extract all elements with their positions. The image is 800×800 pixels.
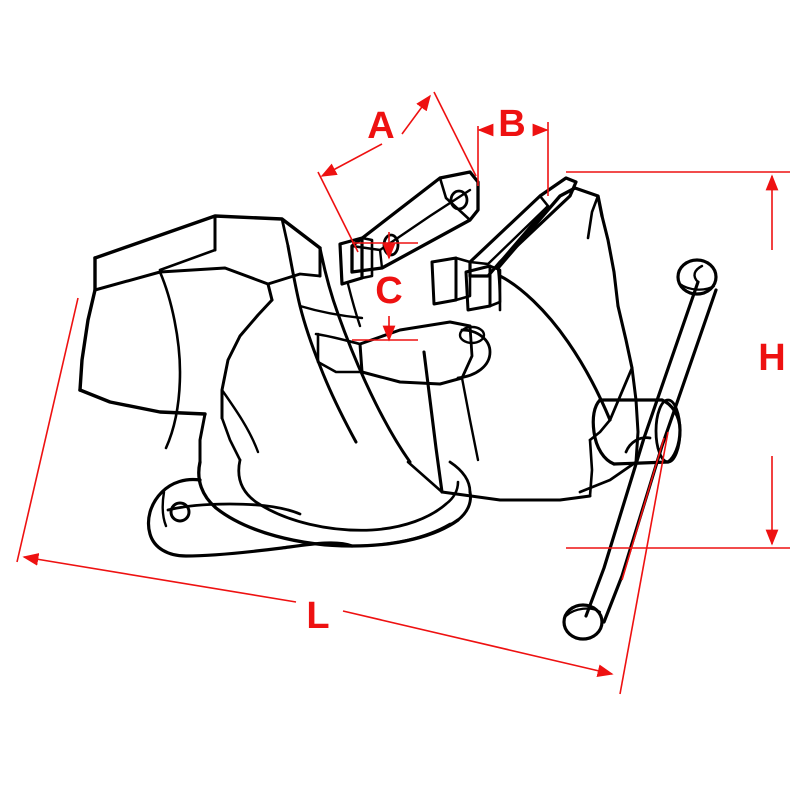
jaw-plate-rear xyxy=(338,236,374,286)
vise-line-art xyxy=(78,170,718,641)
dimension-label-L: L xyxy=(306,595,329,637)
dimension-L-line-right xyxy=(342,610,614,677)
dimension-A-ext-right xyxy=(433,91,477,177)
anvil-surface xyxy=(314,320,492,386)
screw-hub xyxy=(591,398,682,466)
dimension-A-line-left xyxy=(320,143,383,177)
vise-column xyxy=(286,244,412,464)
dimension-labels: A B C H L xyxy=(306,103,785,637)
dimension-A xyxy=(317,91,477,253)
dimension-H-leader xyxy=(621,437,665,581)
dimension-A-line-right xyxy=(401,94,431,135)
dimension-label-A: A xyxy=(367,105,394,147)
handle-bar xyxy=(584,264,718,624)
dimension-annotations xyxy=(16,91,790,695)
movable-jaw-plate xyxy=(468,176,578,278)
dimension-A-ext-left xyxy=(317,171,359,253)
dimension-label-C: C xyxy=(375,270,402,312)
dimension-L-line-left xyxy=(22,553,297,603)
handle-knob-upper xyxy=(676,258,718,296)
dimension-B xyxy=(477,122,549,196)
dimension-L xyxy=(16,297,669,695)
handle-knob-lower xyxy=(562,603,604,641)
dimension-L-ext-right xyxy=(619,431,669,695)
dimension-L-ext-left xyxy=(16,297,79,563)
slide-blocks xyxy=(430,256,502,312)
swivel-base xyxy=(146,458,472,558)
dimension-H xyxy=(566,171,790,581)
dimension-label-H: H xyxy=(758,337,785,379)
dimension-C xyxy=(352,232,418,342)
dimension-label-B: B xyxy=(498,103,525,145)
fixed-jaw-body xyxy=(78,214,322,464)
